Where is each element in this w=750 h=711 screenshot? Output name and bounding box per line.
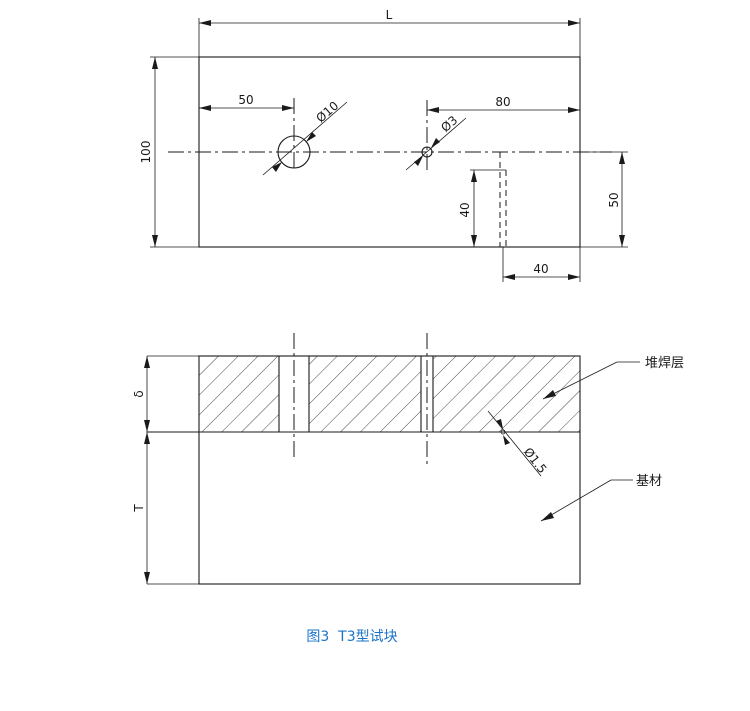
dim-l-arrow-right bbox=[568, 20, 580, 26]
dim-dia10-leader bbox=[262, 101, 348, 176]
dim-dia3-arrow-upper bbox=[431, 138, 440, 148]
section-outline bbox=[198, 355, 581, 585]
overlay-leader-arrow bbox=[543, 390, 556, 399]
dim-dia3-text: Ø3 bbox=[438, 113, 460, 135]
overlay-label: 堆焊层 bbox=[645, 355, 684, 371]
dim-40-depth-arrow-bottom bbox=[471, 235, 477, 247]
overlay-hatch-right bbox=[433, 356, 580, 432]
base-label: 基材 bbox=[636, 474, 662, 489]
dim-dia15-arrow-lower bbox=[503, 435, 510, 445]
dim-dia10-text: Ø10 bbox=[313, 99, 341, 126]
top-view: L 100 50 Ø10 80 Ø3 40 bbox=[139, 8, 628, 282]
dim-delta-text: δ bbox=[132, 390, 146, 397]
dim-dia10-arrow-upper bbox=[306, 132, 316, 142]
dim-50r-text: 50 bbox=[607, 192, 621, 207]
section-view: δ T Ø1.5 堆焊层 基材 bbox=[132, 333, 684, 585]
dim-dia15-text: Ø1.5 bbox=[521, 445, 550, 476]
dim-80-text: 80 bbox=[495, 95, 510, 109]
dim-40w-arrow-left bbox=[503, 274, 515, 280]
dim-delta-arrow-top bbox=[144, 356, 150, 368]
dim-80-arrow-left bbox=[427, 107, 439, 113]
dim-50-arrow-right bbox=[282, 105, 294, 111]
small-hole-marker bbox=[500, 429, 506, 435]
overlay-leader-line bbox=[542, 361, 618, 400]
base-leader-arrow bbox=[541, 512, 554, 521]
dim-dia15-arrow-upper bbox=[496, 419, 503, 429]
dim-50-text: 50 bbox=[238, 93, 253, 107]
dim-40w-arrow-right bbox=[568, 274, 580, 280]
overlay-hatch-left bbox=[199, 356, 279, 432]
dim-dia10-arrow-lower bbox=[272, 162, 282, 172]
dim-40-depth-arrow-top bbox=[471, 170, 477, 182]
dim-t-arrow-top bbox=[144, 432, 150, 444]
dim-80-arrow-right bbox=[568, 107, 580, 113]
dim-40w-text: 40 bbox=[533, 262, 548, 276]
dim-l-arrow-left bbox=[199, 20, 211, 26]
dim-delta-arrow-bottom bbox=[144, 420, 150, 432]
dim-t-text: T bbox=[132, 504, 146, 513]
dim-l-text: L bbox=[386, 8, 393, 22]
figure-caption: 图3 T3型试块 bbox=[306, 629, 398, 645]
dim-40-depth-text: 40 bbox=[458, 202, 472, 217]
dim-dia3-arrow-lower bbox=[414, 156, 423, 166]
dim-50r-arrow-top bbox=[619, 152, 625, 164]
dim-100-arrow-top bbox=[152, 57, 158, 69]
dim-t-arrow-bottom bbox=[144, 572, 150, 584]
dim-50r-arrow-bottom bbox=[619, 235, 625, 247]
dim-50-arrow-left bbox=[199, 105, 211, 111]
overlay-hatch-middle bbox=[309, 356, 421, 432]
dim-100-arrow-bottom bbox=[152, 235, 158, 247]
base-leader-line bbox=[540, 479, 612, 522]
dim-100-text: 100 bbox=[139, 141, 153, 164]
